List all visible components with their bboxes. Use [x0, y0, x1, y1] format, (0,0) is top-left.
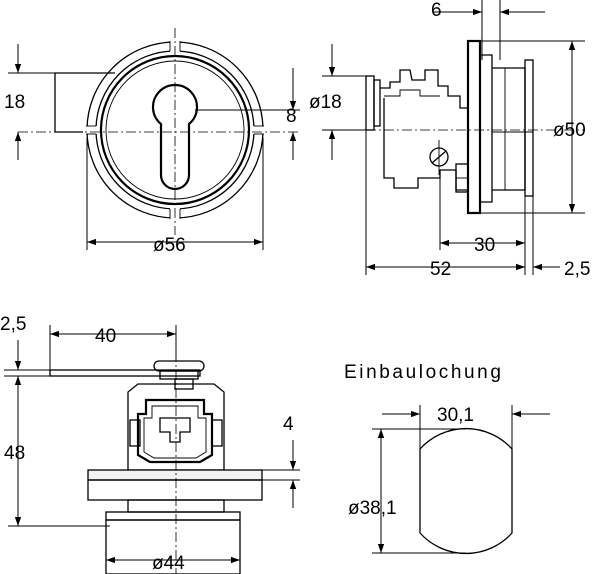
- cutout-dimensions: 30,1 ø38,1: [348, 405, 550, 554]
- side-depth-label: 30: [474, 235, 495, 256]
- bottom-height-label: 48: [4, 443, 25, 464]
- front-dimensions: 18 8 ø56: [4, 44, 300, 256]
- cutout-width-label: 30,1: [437, 405, 474, 426]
- front-view: [18, 28, 300, 235]
- bottom-plate-label: 2,5: [0, 314, 26, 335]
- side-shaft-label: ø18: [309, 92, 342, 113]
- bottom-dimensions: 2,5 40 48 4 ø44: [0, 314, 300, 574]
- front-height-label: 18: [4, 92, 25, 113]
- bottom-lip-label: 4: [283, 414, 294, 435]
- side-width-label: 6: [431, 0, 442, 21]
- side-dimensions: 6 ø18 ø50 30 52 2,5: [309, 0, 590, 280]
- side-view: [330, 39, 585, 215]
- cutout-view: Einbaulochung: [344, 362, 513, 555]
- side-flange-thickness-label: 2,5: [564, 259, 590, 280]
- bottom-offset-label: 40: [95, 326, 116, 347]
- front-diameter-label: ø56: [153, 235, 186, 256]
- cutout-diameter-label: ø38,1: [348, 498, 397, 519]
- front-slot-label: 8: [286, 106, 297, 127]
- bottom-view: [49, 352, 263, 574]
- bottom-diameter-label: ø44: [152, 553, 185, 574]
- side-flange-label: ø50: [553, 120, 586, 141]
- side-length-label: 52: [430, 259, 451, 280]
- cutout-title: Einbaulochung: [344, 362, 504, 383]
